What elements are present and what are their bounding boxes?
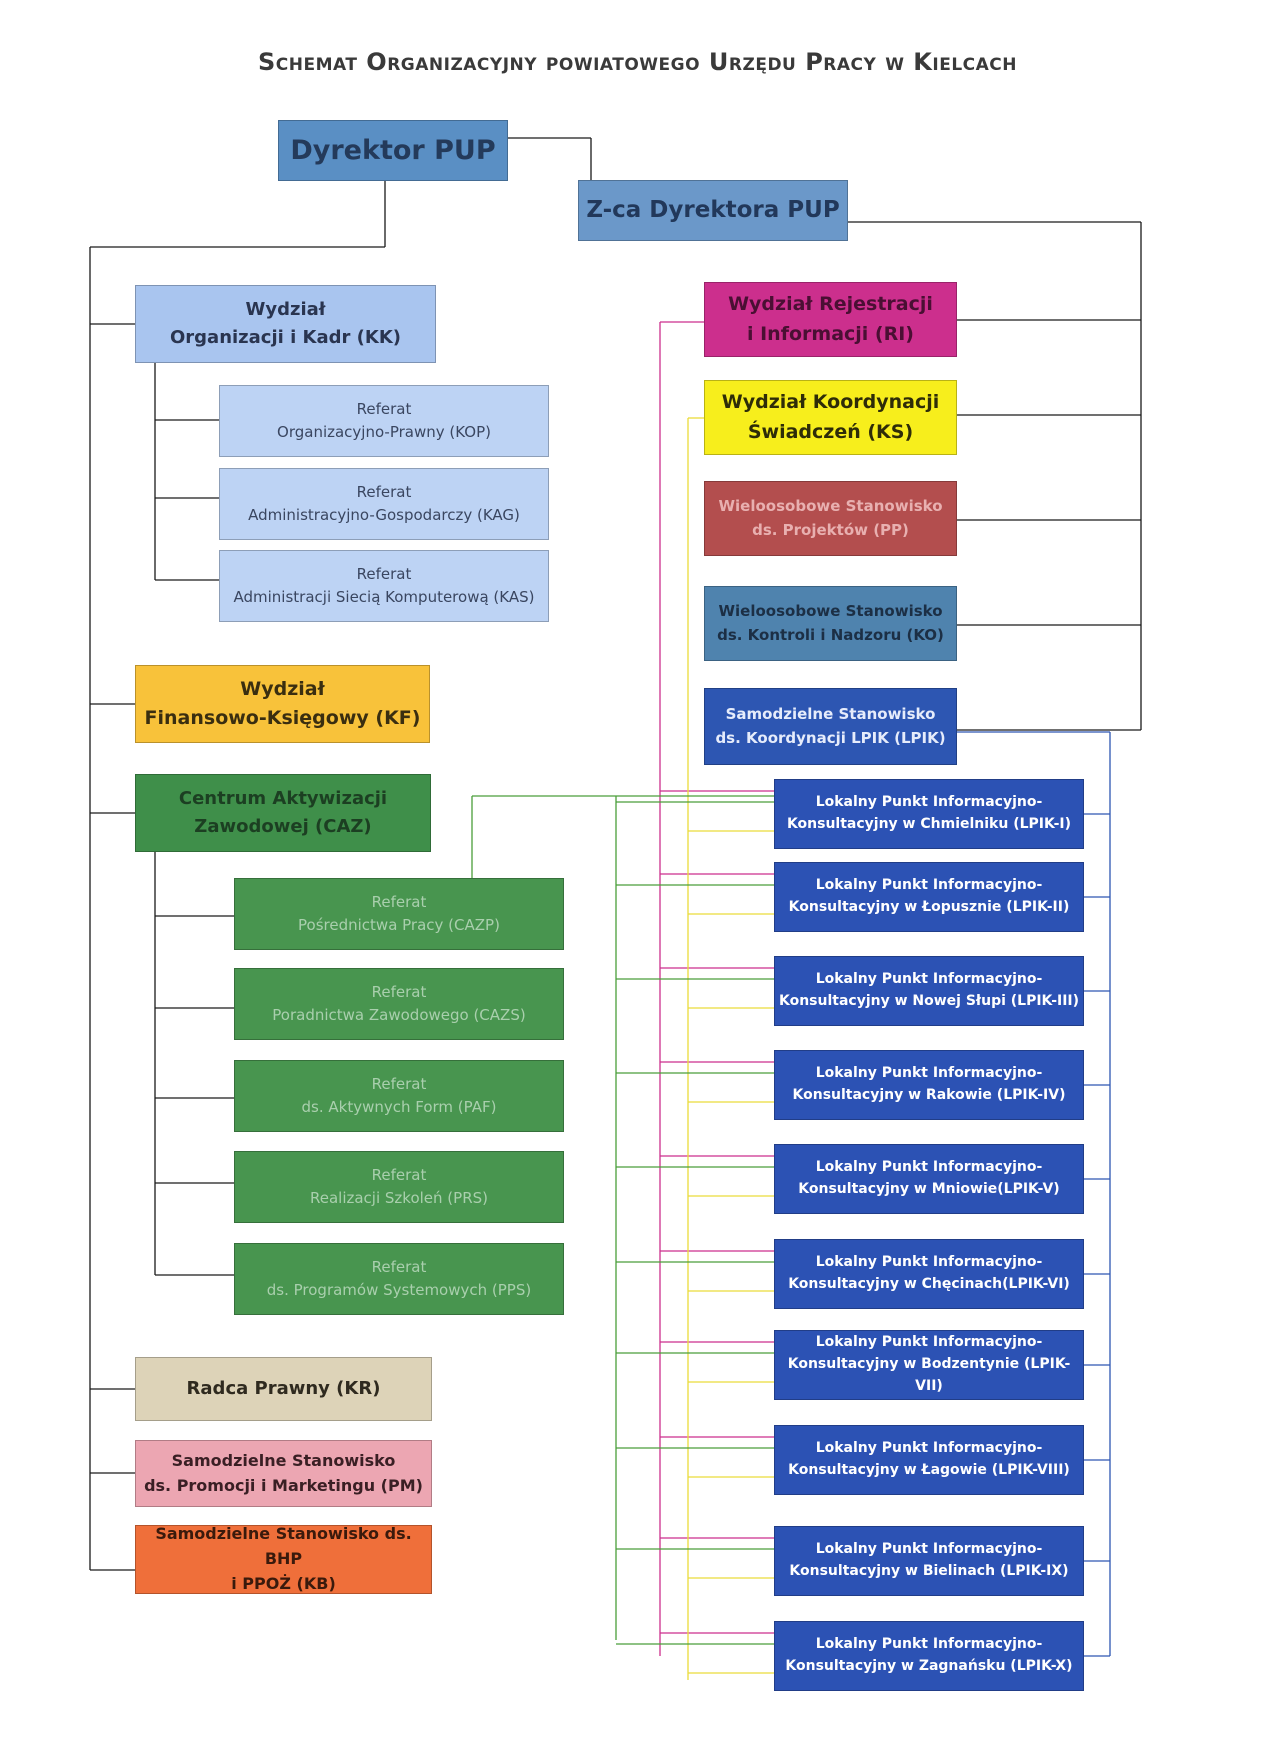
box-kop: Referat Organizacyjno-Prawny (KOP) <box>219 385 549 457</box>
box-pp-label: Wieloosobowe Stanowisko ds. Projektów (P… <box>718 497 943 539</box>
box-kb: Samodzielne Stanowisko ds. BHP i PPOŻ (K… <box>135 1524 432 1594</box>
lpik-point-7: Lokalny Punkt Informacyjno- Konsultacyjn… <box>774 1330 1084 1400</box>
box-kop-label: Referat Organizacyjno-Prawny (KOP) <box>277 399 491 441</box>
box-kr-label: Radca Prawny (KR) <box>186 1378 381 1400</box>
box-lpik-koordynacja-label: Samodzielne Stanowisko ds. Koordynacji L… <box>715 705 946 747</box>
box-kas: Referat Administracji Siecią Komputerową… <box>219 550 549 622</box>
box-kb-label: Samodzielne Stanowisko ds. BHP i PPOŻ (K… <box>155 1524 412 1593</box>
box-cazs: Referat Poradnictwa Zawodowego (CAZS) <box>234 968 564 1040</box>
box-kk: Wydział Organizacji i Kadr (KK) <box>135 285 436 363</box>
box-pm-label: Samodzielne Stanowisko ds. Promocji i Ma… <box>144 1450 423 1495</box>
box-cazp: Referat Pośrednictwa Pracy (CAZP) <box>234 878 564 950</box>
box-caz: Centrum Aktywizacji Zawodowej (CAZ) <box>135 774 431 852</box>
box-lpik-koordynacja: Samodzielne Stanowisko ds. Koordynacji L… <box>704 688 957 765</box>
lpik-point-label: Lokalny Punkt Informacyjno- Konsultacyjn… <box>778 971 1080 1009</box>
lpik-point-2: Lokalny Punkt Informacyjno- Konsultacyjn… <box>774 862 1084 932</box>
box-ks-label: Wydział Koordynacji Świadczeń (KS) <box>721 391 940 443</box>
lpik-point-label: Lokalny Punkt Informacyjno- Konsultacyjn… <box>785 1636 1073 1674</box>
lpik-point-4: Lokalny Punkt Informacyjno- Konsultacyjn… <box>774 1050 1084 1120</box>
box-zca-dyrektora-label: Z-ca Dyrektora PUP <box>586 196 840 223</box>
lpik-point-1: Lokalny Punkt Informacyjno- Konsultacyjn… <box>774 779 1084 849</box>
box-cazs-label: Referat Poradnictwa Zawodowego (CAZS) <box>272 982 526 1024</box>
box-paf-label: Referat ds. Aktywnych Form (PAF) <box>301 1074 497 1116</box>
box-ri-label: Wydział Rejestracji i Informacji (RI) <box>728 293 933 345</box>
box-pp: Wieloosobowe Stanowisko ds. Projektów (P… <box>704 481 957 556</box>
box-prs: Referat Realizacji Szkoleń (PRS) <box>234 1151 564 1223</box>
box-pm: Samodzielne Stanowisko ds. Promocji i Ma… <box>135 1440 432 1507</box>
lpik-point-label: Lokalny Punkt Informacyjno- Konsultacyjn… <box>788 1440 1070 1478</box>
lpik-point-3: Lokalny Punkt Informacyjno- Konsultacyjn… <box>774 956 1084 1026</box>
box-kk-label: Wydział Organizacji i Kadr (KK) <box>169 299 401 348</box>
box-pps-label: Referat ds. Programów Systemowych (PPS) <box>266 1257 532 1299</box>
box-kf: Wydział Finansowo-Księgowy (KF) <box>135 665 430 743</box>
box-dyrektor: Dyrektor PUP <box>278 120 508 181</box>
page-title: Schemat Organizacyjny powiatowego Urzędu… <box>257 48 1018 76</box>
lpik-point-label: Lokalny Punkt Informacyjno- Konsultacyjn… <box>788 877 1070 915</box>
box-cazp-label: Referat Pośrednictwa Pracy (CAZP) <box>298 892 500 934</box>
box-caz-label: Centrum Aktywizacji Zawodowej (CAZ) <box>178 788 388 837</box>
lpik-point-label: Lokalny Punkt Informacyjno- Konsultacyjn… <box>798 1159 1060 1197</box>
box-ko: Wieloosobowe Stanowisko ds. Kontroli i N… <box>704 586 957 661</box>
box-kas-label: Referat Administracji Siecią Komputerową… <box>233 564 535 606</box>
lpik-point-9: Lokalny Punkt Informacyjno- Konsultacyjn… <box>774 1526 1084 1596</box>
box-ko-label: Wieloosobowe Stanowisko ds. Kontroli i N… <box>717 602 944 644</box>
lpik-point-8: Lokalny Punkt Informacyjno- Konsultacyjn… <box>774 1425 1084 1495</box>
lpik-point-label: Lokalny Punkt Informacyjno- Konsultacyjn… <box>788 1254 1070 1292</box>
box-kf-label: Wydział Finansowo-Księgowy (KF) <box>144 677 421 729</box>
lpik-point-label: Lokalny Punkt Informacyjno- Konsultacyjn… <box>789 1541 1069 1579</box>
box-zca-dyrektora: Z-ca Dyrektora PUP <box>578 180 848 241</box>
box-ks: Wydział Koordynacji Świadczeń (KS) <box>704 380 957 455</box>
lpik-point-10: Lokalny Punkt Informacyjno- Konsultacyjn… <box>774 1621 1084 1691</box>
box-kr: Radca Prawny (KR) <box>135 1357 432 1421</box>
lpik-point-label: Lokalny Punkt Informacyjno- Konsultacyjn… <box>787 1334 1071 1394</box>
lpik-point-5: Lokalny Punkt Informacyjno- Konsultacyjn… <box>774 1144 1084 1214</box>
lpik-point-6: Lokalny Punkt Informacyjno- Konsultacyjn… <box>774 1239 1084 1309</box>
box-paf: Referat ds. Aktywnych Form (PAF) <box>234 1060 564 1132</box>
box-kag-label: Referat Administracyjno-Gospodarczy (KAG… <box>248 482 520 524</box>
box-kag: Referat Administracyjno-Gospodarczy (KAG… <box>219 468 549 540</box>
box-dyrektor-label: Dyrektor PUP <box>290 134 496 166</box>
box-pps: Referat ds. Programów Systemowych (PPS) <box>234 1243 564 1315</box>
lpik-point-label: Lokalny Punkt Informacyjno- Konsultacyjn… <box>786 794 1072 832</box>
lpik-point-label: Lokalny Punkt Informacyjno- Konsultacyjn… <box>792 1065 1066 1103</box>
box-prs-label: Referat Realizacji Szkoleń (PRS) <box>309 1165 488 1207</box>
box-ri: Wydział Rejestracji i Informacji (RI) <box>704 282 957 357</box>
